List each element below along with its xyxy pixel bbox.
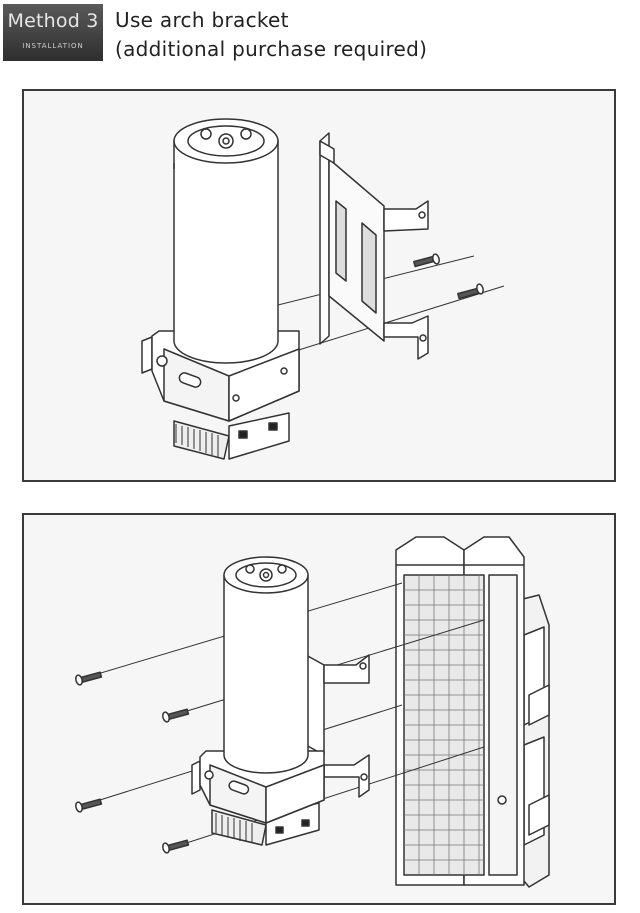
screw-icon — [75, 671, 190, 854]
instruction-line-1: Use arch bracket — [115, 8, 289, 32]
pump-reservoir-icon — [191, 556, 325, 846]
method-badge-subtitle: INSTALLATION — [22, 42, 84, 50]
bracket-radiator-illustration — [75, 536, 550, 888]
instruction-heading: Use arch bracket (additional purchase re… — [115, 6, 427, 64]
illustration-panel-2 — [22, 513, 616, 905]
pump-bracket-illustration — [141, 118, 505, 460]
illustration-panel-1 — [22, 89, 616, 482]
arch-bracket-icon — [319, 132, 429, 360]
method-badge-title: Method 3 — [7, 10, 99, 32]
radiator-icon — [395, 536, 525, 886]
arch-bracket-icon — [305, 654, 370, 798]
pump-reservoir-icon — [141, 118, 300, 460]
instruction-line-2: (additional purchase required) — [115, 37, 428, 61]
method-badge: Method 3 INSTALLATION — [3, 4, 103, 61]
screw-icon — [413, 253, 484, 300]
